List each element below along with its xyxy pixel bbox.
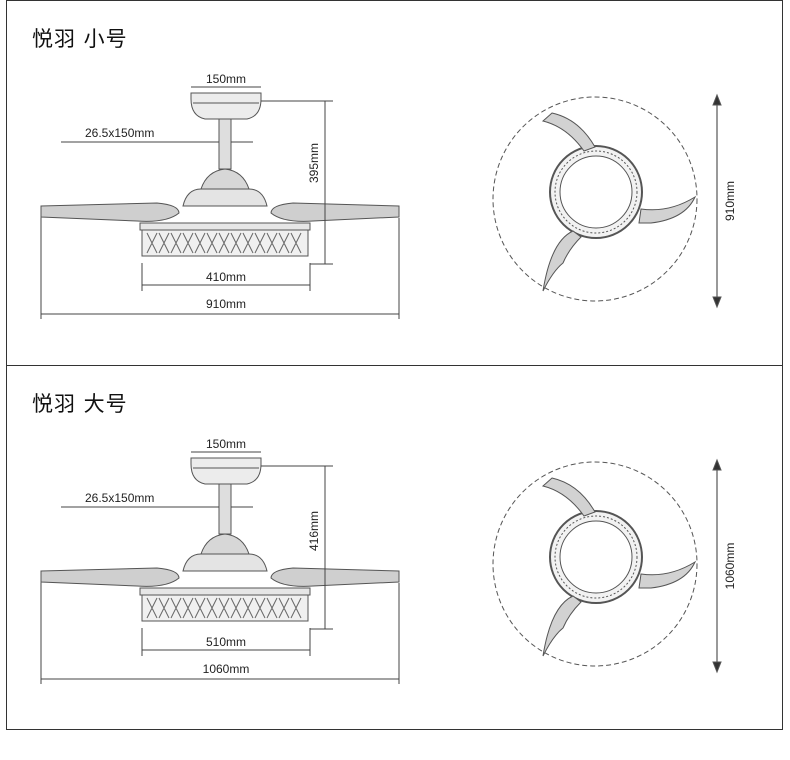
light-ring-lattice — [146, 597, 302, 619]
light-ring — [141, 229, 309, 257]
motor-body — [182, 188, 268, 207]
span-label: 910mm — [206, 297, 246, 311]
fan-side-view — [40, 457, 400, 622]
light-ring — [141, 594, 309, 622]
motor-body — [182, 553, 268, 572]
top-blade-3 — [542, 230, 582, 292]
fan-side-view — [40, 92, 400, 257]
panel-large-model: 悦羽 大号 150mm — [6, 365, 783, 730]
canopy — [190, 457, 262, 485]
panel-title: 悦羽 小号 — [32, 27, 128, 51]
top-blade-1 — [541, 477, 596, 517]
arrow-down-icon — [712, 296, 722, 309]
blade-sweep-circle — [492, 461, 698, 667]
light-ring-top — [139, 587, 311, 596]
arrow-up-icon — [712, 93, 722, 106]
light-diameter-label: 410mm — [206, 270, 246, 284]
motor-housing — [200, 533, 250, 555]
downrod — [218, 483, 232, 535]
light-diameter-label: 510mm — [206, 635, 246, 649]
span-label: 1060mm — [203, 662, 250, 676]
arrow-up-icon — [712, 458, 722, 471]
top-blade-1 — [541, 112, 596, 152]
arrow-down-icon — [712, 661, 722, 674]
top-blade-3 — [542, 595, 582, 657]
downrod-label: 26.5x150mm — [85, 491, 154, 505]
light-ring-top — [139, 222, 311, 231]
light-ring-lattice-top — [554, 515, 638, 599]
fan-top-view — [492, 458, 722, 674]
fan-top-view — [492, 93, 722, 309]
downrod — [218, 118, 232, 170]
fan-diagram-small: 150mm 26.5x150mm 395mm 410mm 910mm 910mm — [40, 72, 737, 319]
dimension-lines — [40, 451, 400, 684]
height-label: 395mm — [307, 143, 321, 183]
canopy-width-label: 150mm — [206, 72, 246, 86]
light-ring-lattice — [146, 232, 302, 254]
light-ring-inner — [559, 520, 633, 594]
panel-small-model: 悦羽 小号 — [6, 0, 783, 366]
fan-diagram-large: 150mm 26.5x150mm 416mm 510mm 1060mm 1060… — [40, 437, 737, 684]
light-ring-inner — [559, 155, 633, 229]
blade-left — [40, 567, 180, 587]
top-blade-2 — [638, 560, 697, 589]
panel-title: 悦羽 大号 — [32, 392, 128, 416]
dimension-lines — [40, 86, 400, 319]
motor-housing — [200, 168, 250, 190]
blade-left — [40, 202, 180, 222]
light-ring-lattice-top — [554, 150, 638, 234]
canopy — [190, 92, 262, 120]
top-diameter-label: 1060mm — [723, 543, 737, 590]
blade-right — [270, 567, 400, 587]
canopy-width-label: 150mm — [206, 437, 246, 451]
height-label: 416mm — [307, 511, 321, 551]
blade-right — [270, 202, 400, 222]
blade-sweep-circle — [492, 96, 698, 302]
top-diameter-label: 910mm — [723, 181, 737, 221]
downrod-label: 26.5x150mm — [85, 126, 154, 140]
top-blade-2 — [638, 195, 697, 224]
